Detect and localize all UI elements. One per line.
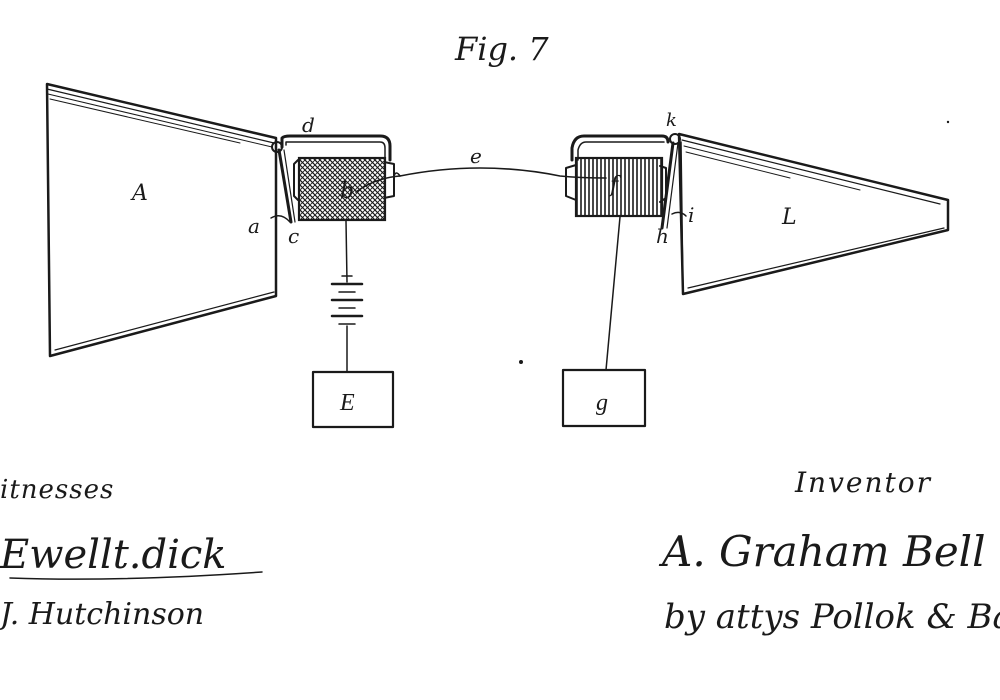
- right-trumpet-L: [677, 132, 950, 296]
- block-g: [561, 368, 647, 428]
- label-E: E: [339, 390, 355, 416]
- right-wire: [605, 216, 621, 371]
- label-e: e: [470, 144, 482, 168]
- witness-signature-2: J. Hutchinson: [0, 597, 204, 632]
- label-L: L: [781, 205, 797, 230]
- label-d: d: [302, 113, 315, 137]
- left-trumpet-A: [45, 82, 278, 358]
- label-i: i: [688, 203, 694, 227]
- label-b: b: [340, 179, 354, 204]
- block-E: [311, 370, 395, 429]
- label-A: A: [130, 181, 148, 206]
- left-magnet-frame: [280, 134, 395, 201]
- left-armature: [270, 141, 296, 224]
- inventor-heading: Inventor: [794, 466, 932, 499]
- label-h: h: [656, 224, 669, 248]
- label-k: k: [666, 110, 677, 131]
- figure-title: Fig. 7: [454, 30, 549, 68]
- witness-underline: [9, 571, 263, 580]
- witnesses-heading: itnesses: [0, 475, 114, 505]
- inventor-signature-2: by attys Pollok & Bail: [664, 597, 1000, 637]
- inventor-signature-1: A. Graham Bell: [658, 527, 986, 576]
- label-a: a: [248, 214, 260, 238]
- label-g: g: [596, 390, 608, 416]
- ink-speck: [519, 360, 523, 364]
- left-battery: [330, 220, 364, 373]
- right-coil-f: [574, 156, 664, 218]
- ink-speck: [946, 120, 950, 124]
- witness-signature-1: Ewellt.dick: [0, 532, 227, 578]
- label-c: c: [288, 224, 299, 248]
- left-coil-b: [297, 156, 387, 222]
- right-armature: [660, 133, 687, 230]
